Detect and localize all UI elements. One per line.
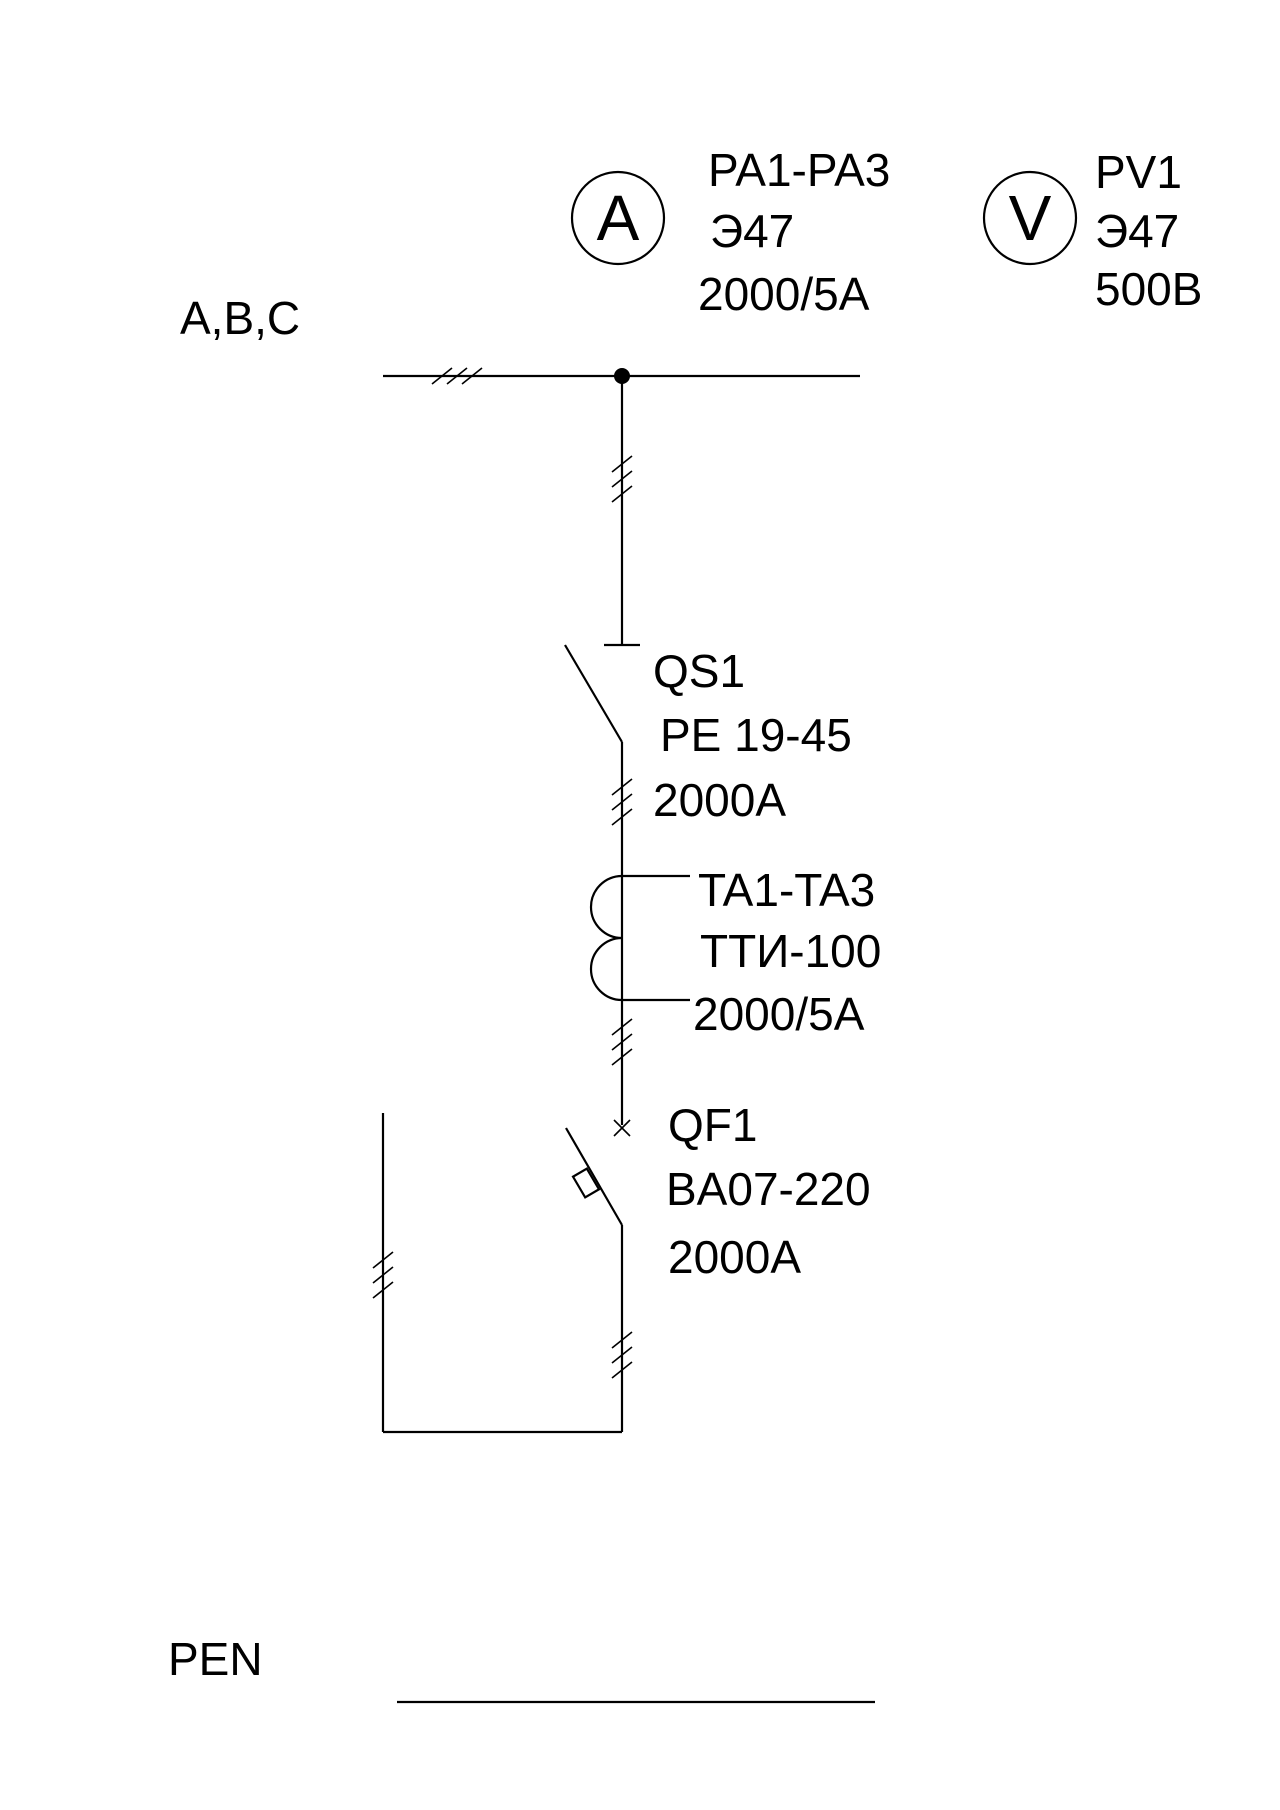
outgoing-right-three-phase-marks <box>611 1331 633 1379</box>
ammeter-letter: A <box>597 182 640 254</box>
voltmeter-letter: V <box>1009 182 1052 254</box>
ammeter-designation: PA1-PA3 <box>708 144 890 196</box>
ammeter-circle <box>570 170 666 266</box>
feeder-upper-three-phase-marks <box>611 455 633 503</box>
voltmeter-circle <box>982 170 1078 266</box>
ct-windings <box>589 874 623 1002</box>
breaker-release <box>571 1167 601 1199</box>
isolator-qs1-symbol <box>564 643 640 743</box>
voltmeter-rating: 500В <box>1095 263 1202 315</box>
bus-label: A,B,C <box>180 292 300 344</box>
breaker-type: BA07-220 <box>666 1163 871 1215</box>
breaker-cross-b <box>613 1119 631 1137</box>
ammeter-type: Э47 <box>710 205 794 257</box>
isolator-type: PE 19-45 <box>660 709 852 761</box>
isolator-designation: QS1 <box>653 645 745 697</box>
outgoing-left-three-phase-marks <box>372 1251 394 1299</box>
isolator-rating: 2000A <box>653 774 786 826</box>
breaker-rating: 2000A <box>668 1231 801 1283</box>
voltmeter-symbol: V <box>982 170 1078 266</box>
feeder-lower-three-phase-marks <box>611 1018 633 1066</box>
breaker-qf1-symbol <box>565 1119 631 1226</box>
feeder-middle-three-phase-marks <box>611 778 633 826</box>
ammeter-symbol: A <box>570 170 666 266</box>
breaker-designation: QF1 <box>668 1099 757 1151</box>
ct-type: ТТИ-100 <box>700 925 881 977</box>
ct-designation: TA1-TA3 <box>698 864 875 916</box>
current-transformer-symbol <box>589 874 690 1002</box>
voltmeter-type: Э47 <box>1095 205 1179 257</box>
ammeter-rating: 2000/5A <box>698 268 870 320</box>
isolator-blade <box>564 644 623 743</box>
bus-three-phase-marks <box>431 367 483 385</box>
pen-label: PEN <box>168 1633 263 1685</box>
ct-rating: 2000/5A <box>693 988 865 1040</box>
breaker-blade <box>565 1127 623 1226</box>
voltmeter-designation: PV1 <box>1095 146 1182 198</box>
